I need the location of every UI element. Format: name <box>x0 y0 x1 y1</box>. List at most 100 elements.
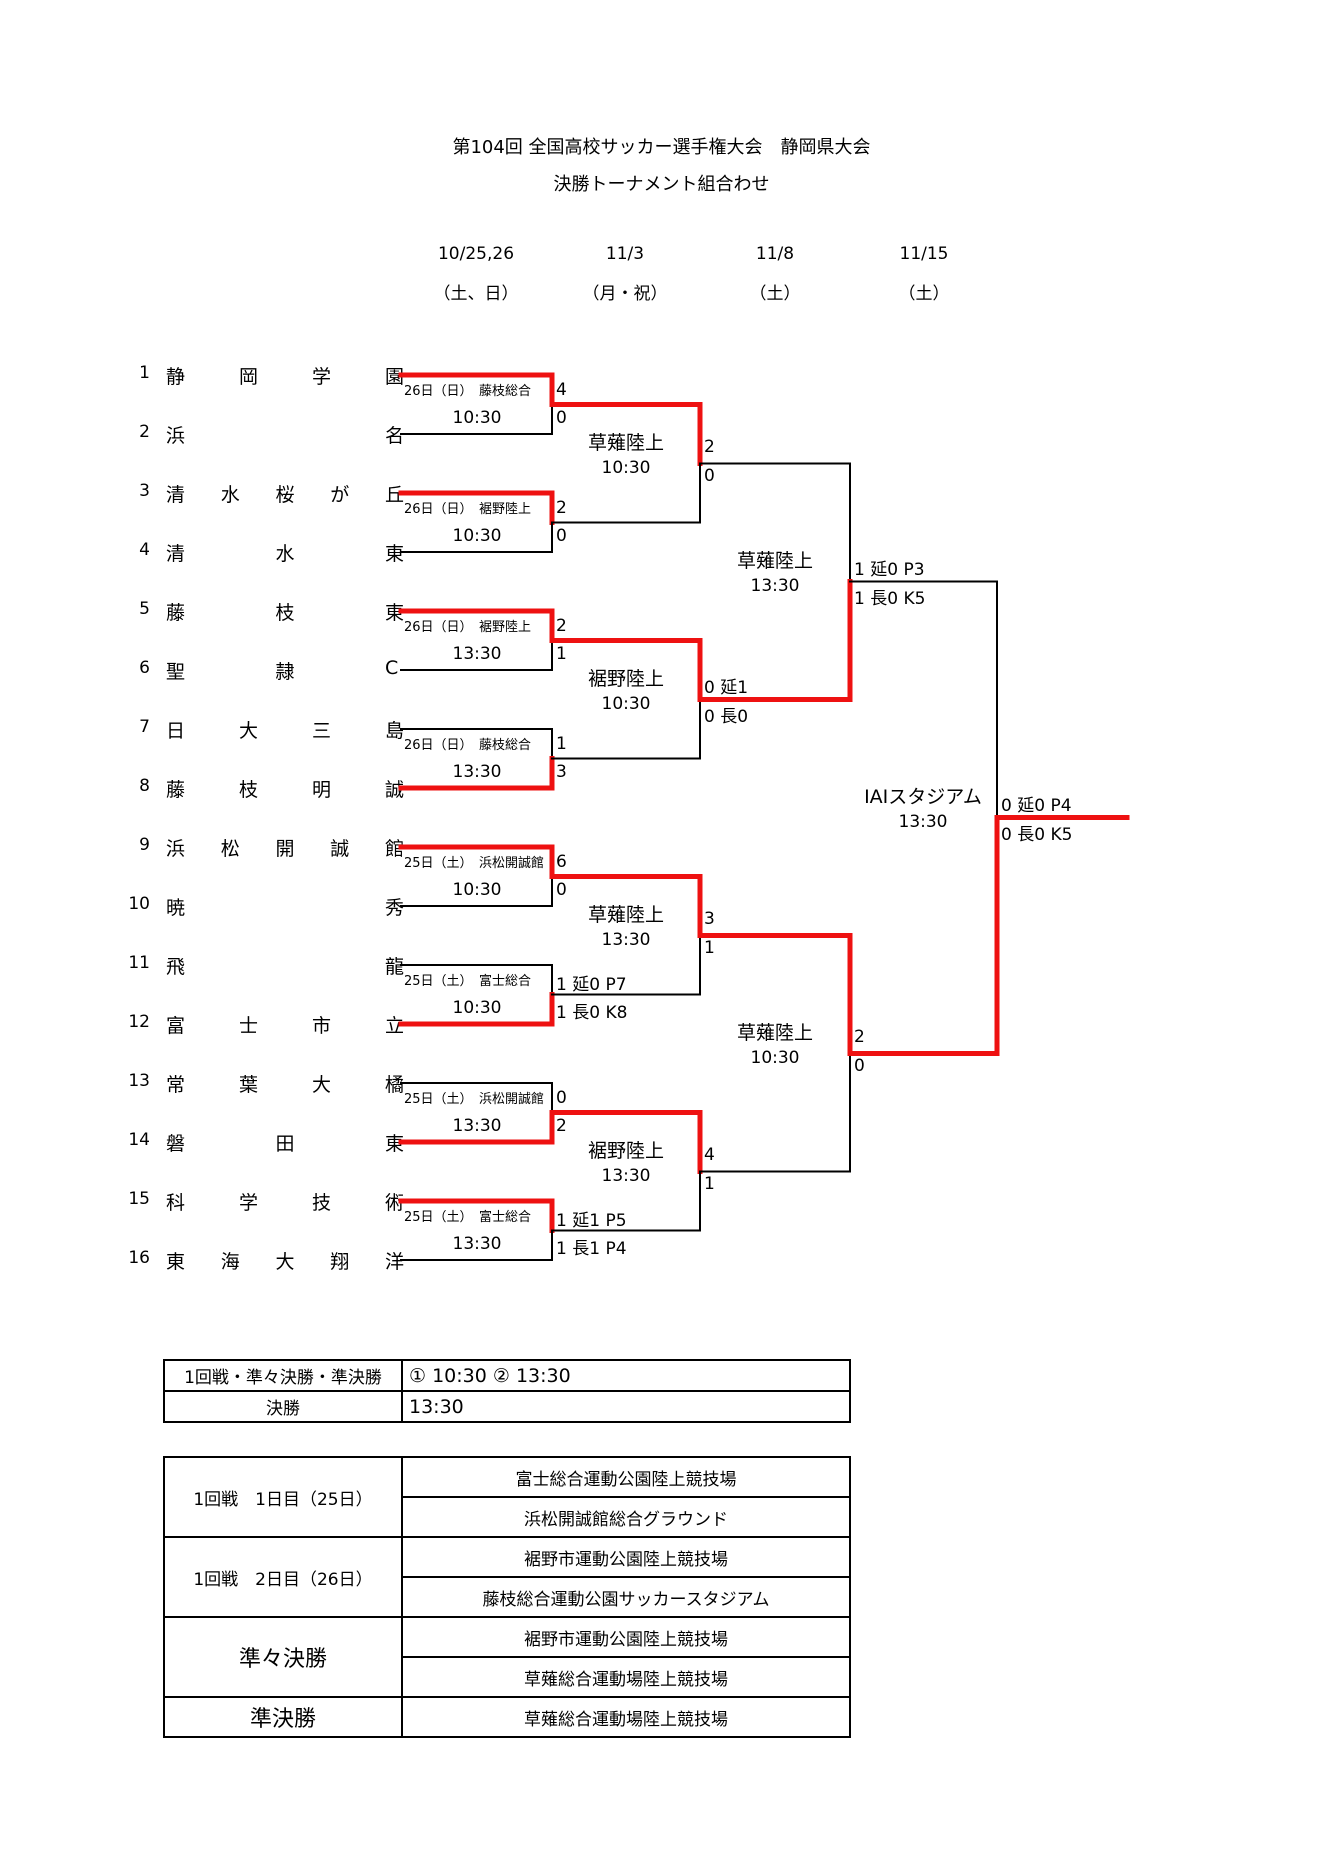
team-name-char: 飛 <box>166 956 186 978</box>
team-name-char: 園 <box>385 366 405 388</box>
match-venue: 草薙陸上 <box>587 903 664 926</box>
venue-row: 草薙総合運動場陸上競技場 <box>164 1656 851 1698</box>
venue-round-label: 準決勝 <box>163 1696 403 1738</box>
match-info: 26日（日） 藤枝総合 <box>404 384 532 399</box>
score-top: 1 延0 P3 <box>854 559 925 580</box>
score-bottom: 0 <box>556 526 567 546</box>
match-time: 13:30 <box>601 1165 651 1186</box>
match-time: 13:30 <box>750 575 800 596</box>
team-name-char: 翔 <box>330 1251 350 1273</box>
round-date: 11/8 <box>755 244 795 264</box>
team-name-char: 日 <box>166 720 186 742</box>
team-name-char: 岡 <box>239 366 259 388</box>
team-name-char: 桜 <box>275 484 295 506</box>
match-time: 10:30 <box>452 526 502 546</box>
score-bottom: 3 <box>556 762 567 782</box>
team-name-char: 東 <box>385 543 405 565</box>
match-time: 10:30 <box>601 693 651 714</box>
venue-row: 準決勝 草薙総合運動場陸上競技場 <box>163 1696 851 1738</box>
team-name-char: 富 <box>166 1015 186 1037</box>
team-name-char: 田 <box>275 1133 295 1155</box>
team-name-char: 大 <box>275 1251 295 1273</box>
match-venue: 裾野陸上 <box>587 667 664 690</box>
team-name-char: 洋 <box>385 1251 405 1273</box>
match-info: 26日（日） 裾野陸上 <box>404 502 532 517</box>
score-top: 0 延0 P4 <box>1001 795 1072 816</box>
match-venue: 裾野陸上 <box>587 1139 664 1162</box>
score-top: 2 <box>556 616 567 636</box>
team-seed: 15 <box>128 1189 150 1209</box>
team-seed: 7 <box>139 717 150 737</box>
team-name-char: 立 <box>385 1015 405 1037</box>
round-day: （月・祝） <box>582 284 668 304</box>
schedule-value: ① 10:30 ② 13:30 <box>401 1359 851 1392</box>
score-bottom: 0 <box>854 1055 865 1076</box>
schedule-row: 決勝 13:30 <box>163 1390 851 1423</box>
venue-name: 浜松開誠館総合グラウンド <box>401 1496 851 1538</box>
team-seed: 5 <box>139 599 150 619</box>
match-info: 26日（日） 裾野陸上 <box>404 620 532 635</box>
venue-round-label: 1回戦 1日目（25日） <box>163 1456 403 1538</box>
team-seed: 11 <box>128 953 150 973</box>
team-seed: 9 <box>139 835 150 855</box>
team-seed: 10 <box>128 894 150 914</box>
team-name-char: 明 <box>312 779 332 801</box>
team-name-char: 名 <box>385 425 405 447</box>
team-name-char: 誠 <box>385 779 405 801</box>
team-name-char: 清 <box>166 543 186 565</box>
schedule-row: 1回戦・準々決勝・準決勝 ① 10:30 ② 13:30 <box>163 1359 851 1392</box>
score-top: 1 <box>556 734 567 754</box>
final-venue: IAIスタジアム <box>864 785 982 808</box>
venue-table: 1回戦 1日目（25日） 富士総合運動公園陸上競技場 浜松開誠館総合グラウンド … <box>163 1456 851 1738</box>
venue-row: 浜松開誠館総合グラウンド <box>164 1496 851 1538</box>
round-date: 11/3 <box>605 244 645 264</box>
team-name-char: 科 <box>166 1192 186 1214</box>
team-seed: 16 <box>128 1248 150 1268</box>
team-name-char: 葉 <box>239 1074 259 1096</box>
schedule-table: 1回戦・準々決勝・準決勝 ① 10:30 ② 13:30 決勝 13:30 <box>163 1359 851 1423</box>
team-name-char: が <box>330 484 350 506</box>
team-name-char: 暁 <box>166 897 186 919</box>
schedule-label: 決勝 <box>163 1390 403 1423</box>
team-name-char: 学 <box>312 366 332 388</box>
match-time: 10:30 <box>750 1047 800 1068</box>
team-name-char: 秀 <box>385 897 405 919</box>
score-top: 0 <box>556 1088 567 1108</box>
team-name-char: 龍 <box>385 956 405 978</box>
venue-name: 藤枝総合運動公園サッカースタジアム <box>401 1576 851 1618</box>
team-name-char: 術 <box>385 1192 405 1214</box>
score-top: 3 <box>704 908 715 929</box>
venue-name: 裾野市運動公園陸上競技場 <box>401 1616 851 1658</box>
schedule-label: 1回戦・準々決勝・準決勝 <box>163 1359 403 1392</box>
page-title: 第104回 全国高校サッカー選手権大会 静岡県大会 <box>452 137 871 158</box>
match-info: 26日（日） 藤枝総合 <box>404 738 532 753</box>
score-bottom: 0 <box>704 465 715 486</box>
round-day: （土） <box>749 284 801 304</box>
team-name-char: 技 <box>312 1192 332 1214</box>
score-bottom: 2 <box>556 1116 567 1136</box>
team-name-char: 磐 <box>166 1133 186 1155</box>
team-name-char: 枝 <box>275 602 295 624</box>
schedule-value: 13:30 <box>401 1390 851 1423</box>
team-name-char: 東 <box>385 1133 405 1155</box>
team-name-char: 静 <box>166 366 186 388</box>
team-seed: 2 <box>139 422 150 442</box>
venue-row: 1回戦 2日目（26日） 裾野市運動公園陸上競技場 <box>163 1536 851 1618</box>
score-top: 4 <box>704 1144 715 1165</box>
team-name-char: 大 <box>239 720 259 742</box>
score-top: 6 <box>556 852 567 872</box>
score-bottom: 1 長0 K5 <box>854 588 926 609</box>
venue-row: 準々決勝 裾野市運動公園陸上競技場 <box>163 1616 851 1698</box>
team-name-char: 聖 <box>166 661 186 683</box>
team-name-char: 館 <box>385 838 405 860</box>
team-name-char: 藤 <box>166 779 186 801</box>
score-top: 2 <box>704 436 715 457</box>
match-time: 10:30 <box>601 457 651 478</box>
page-subtitle: 決勝トーナメント組合わせ <box>553 174 770 195</box>
score-bottom: 1 長1 P4 <box>556 1239 627 1259</box>
score-bottom: 0 <box>556 408 567 428</box>
match-time: 13:30 <box>452 1116 502 1136</box>
score-bottom: 0 長0 <box>704 706 749 727</box>
score-top: 1 延1 P5 <box>556 1211 627 1231</box>
round-date: 10/25,26 <box>437 244 515 264</box>
